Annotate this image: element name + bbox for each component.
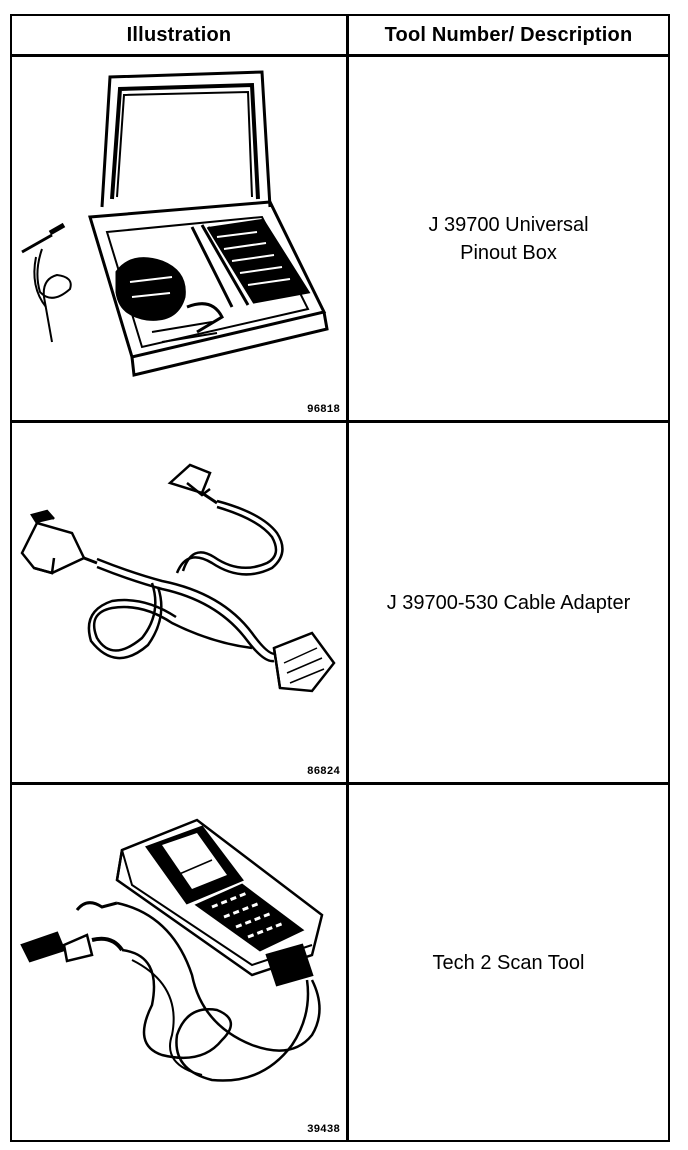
description-line: Tech 2 Scan Tool xyxy=(432,951,585,974)
figure-number: 39438 xyxy=(306,1124,340,1136)
tool-description: Tech 2 Scan Tool xyxy=(349,785,668,1140)
cable-adapter-icon xyxy=(20,463,336,693)
illustration-cell: 39438 xyxy=(12,785,346,1140)
description-line: J 39700-530 Cable Adapter xyxy=(386,591,631,614)
header-illustration: Illustration xyxy=(126,24,232,46)
row-divider xyxy=(12,420,668,423)
description-line: J 39700 Universal xyxy=(428,213,589,236)
table-row: 39438 Tech 2 Scan Tool xyxy=(12,785,668,1140)
column-divider xyxy=(346,16,349,1140)
tool-description: J 39700 Universal Pinout Box xyxy=(349,57,668,420)
header-tool-description: Tool Number/ Description xyxy=(384,24,633,46)
row-divider xyxy=(12,782,668,785)
table-row: 86824 J 39700-530 Cable Adapter xyxy=(12,423,668,782)
scan-tool-icon xyxy=(20,818,324,1082)
pinout-box-case-icon xyxy=(21,70,329,377)
illustration-cell: 86824 xyxy=(12,423,346,782)
description-line: Pinout Box xyxy=(460,241,557,264)
illustration-cell: 96818 xyxy=(12,57,346,420)
figure-number: 86824 xyxy=(306,766,340,778)
table-header: Illustration Tool Number/ Description xyxy=(12,16,668,57)
table-row: 96818 J 39700 Universal Pinout Box xyxy=(12,57,668,420)
figure-number: 96818 xyxy=(306,404,340,416)
tool-table: Illustration Tool Number/ Description xyxy=(10,14,670,1142)
tool-description: J 39700-530 Cable Adapter xyxy=(349,423,668,782)
